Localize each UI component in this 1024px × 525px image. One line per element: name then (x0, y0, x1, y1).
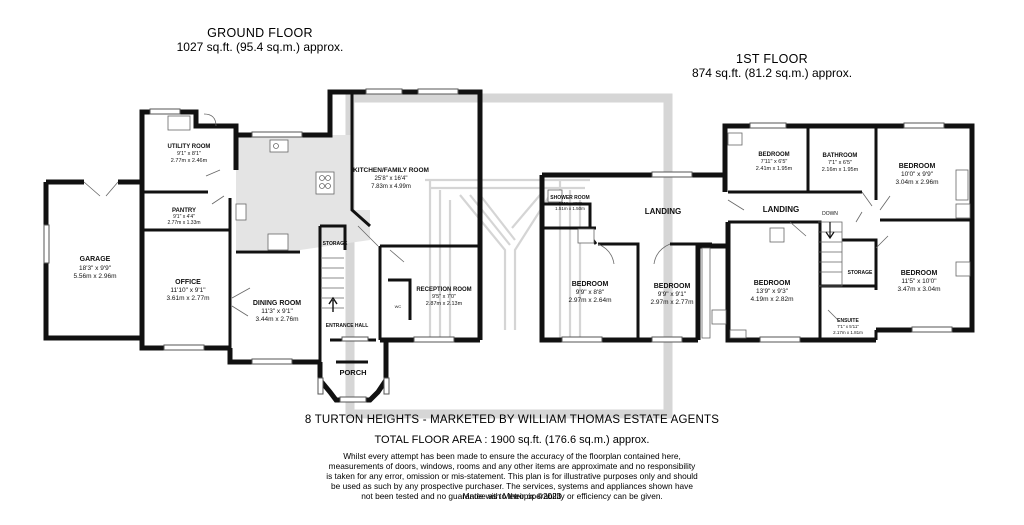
shower-room-name: SHOWER ROOM (550, 195, 589, 201)
marketed-by-text: 8 TURTON HEIGHTS - MARKETED BY WILLIAM T… (304, 414, 720, 426)
bedroom-c-name: BEDROOM (758, 152, 789, 158)
office-metric: 3.61m x 2.77m (167, 295, 210, 302)
reception-room-imperial: 9'5" x 7'0" (432, 294, 456, 300)
storage-name: STORAGE (323, 241, 348, 247)
disclaimer-text: Whilst every attempt has been made to en… (326, 451, 698, 501)
bathroom-imperial: 7'1" x 6'5" (828, 160, 852, 166)
office-imperial: 11'10" x 9'1" (170, 287, 206, 294)
bedroom-a-metric: 2.97m x 2.64m (569, 297, 612, 304)
office-name: OFFICE (175, 279, 201, 286)
total-floor-area: TOTAL FLOOR AREA : 1900 sq.ft. (176.6 sq… (374, 434, 650, 446)
bedroom-b-imperial: 9'9" x 9'1" (658, 291, 687, 298)
landing-right-name: LANDING (763, 205, 799, 214)
bedroom-d-imperial: 10'0" x 9'9" (901, 171, 934, 178)
first-floor-header: 1ST FLOOR 874 sq.ft. (81.2 sq.m.) approx… (672, 52, 872, 80)
bedroom-f-imperial: 11'5" x 10'0" (901, 278, 937, 285)
ground-floor-title: GROUND FLOOR (207, 26, 313, 40)
reception-room-name: RECEPTION ROOM (416, 287, 471, 293)
watermark-logo (345, 93, 673, 419)
bedroom-a-name: BEDROOM (572, 281, 609, 288)
made-with-credit: Made with Metropix ©2023 (462, 491, 562, 501)
dining-room-imperial: 11'3" x 9'1" (261, 308, 293, 315)
storage-ff-name: STORAGE (848, 270, 873, 276)
ground-floor-area: 1027 sq.ft. (95.4 sq.m.) approx. (176, 40, 344, 54)
bedroom-a-imperial: 9'9" x 8'8" (576, 289, 605, 296)
reception-room-metric: 2.87m x 2.13m (426, 301, 463, 307)
bedroom-b-metric: 2.97m x 2.77m (651, 299, 694, 306)
kitchen-imperial: 25'8" x 16'4" (375, 176, 408, 182)
dining-room-metric: 3.44m x 2.76m (256, 316, 299, 323)
bedroom-e-metric: 4.19m x 2.82m (751, 296, 794, 303)
room-labels: UTILITY ROOM 9'1" x 8'1" 2.77m x 2.46m P… (74, 144, 941, 377)
first-floor-walls (539, 123, 975, 343)
bedroom-f-metric: 3.47m x 3.04m (898, 286, 941, 293)
garage-imperial: 18'3" x 9'9" (79, 265, 112, 272)
bedroom-c-metric: 2.41m x 1.95m (756, 166, 793, 172)
bedroom-e-imperial: 13'9" x 9'3" (756, 288, 789, 295)
landing-left-name: LANDING (645, 207, 681, 216)
bedroom-c-imperial: 7'11" x 6'5" (761, 159, 788, 165)
bedroom-e-name: BEDROOM (754, 280, 791, 287)
bedroom-d-name: BEDROOM (899, 163, 936, 170)
bathroom-name: BATHROOM (823, 153, 858, 159)
pantry-metric: 2.77m x 1.33m (167, 220, 200, 226)
utility-room-name: UTILITY ROOM (168, 144, 211, 150)
porch-name: PORCH (339, 368, 366, 377)
wc-name: WC (395, 304, 402, 309)
shower-room-imperial: 4'11" x 4'11" (558, 201, 582, 206)
down-label: DOWN (822, 211, 838, 217)
bedroom-b-name: BEDROOM (654, 283, 691, 290)
dining-room-name: DINING ROOM (253, 300, 301, 307)
shower-room-metric: 1.51m x 1.50m (555, 206, 585, 211)
bedroom-f-name: BEDROOM (901, 270, 938, 277)
ground-floor-header: GROUND FLOOR 1027 sq.ft. (95.4 sq.m.) ap… (160, 26, 360, 54)
garage-name: GARAGE (80, 256, 111, 263)
first-floor-area: 874 sq.ft. (81.2 sq.m.) approx. (691, 66, 853, 80)
utility-room-metric: 2.77m x 2.46m (171, 158, 208, 164)
kitchen-fixtures (83, 113, 405, 317)
utility-room-imperial: 9'1" x 8'1" (177, 151, 201, 157)
first-floor-title: 1ST FLOOR (736, 52, 808, 66)
kitchen-floor-shade (236, 135, 370, 250)
pantry-name: PANTRY (172, 208, 196, 214)
first-floor-windows (561, 122, 953, 343)
kitchen-name: KITCHEN/FAMILY ROOM (353, 167, 429, 174)
pantry-imperial: 9'1" x 4'4" (173, 214, 195, 220)
ensuite-name: ENSUITE (837, 318, 859, 324)
bedroom-d-metric: 3.04m x 2.96m (896, 179, 939, 186)
garage-metric: 5.56m x 2.96m (74, 273, 117, 280)
bathroom-metric: 2.16m x 1.95m (822, 167, 859, 173)
kitchen-metric: 7.83m x 4.99m (371, 184, 411, 190)
entrance-hall-name: ENTRANCE HALL (326, 323, 369, 329)
ground-floor-windows (43, 88, 459, 403)
ensuite-imperial: 7'1" x 5'11" (837, 324, 859, 329)
first-floor-fixtures (547, 132, 971, 339)
ensuite-metric: 2.17m x 1.81m (833, 330, 863, 335)
